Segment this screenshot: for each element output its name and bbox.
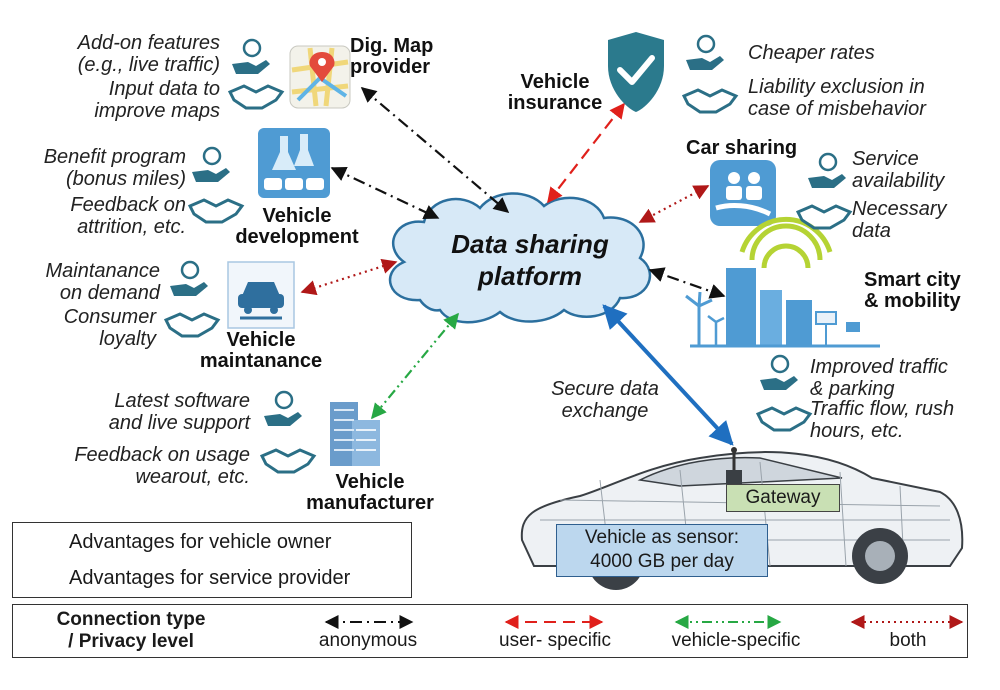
map-title-line1: Dig. Map	[350, 35, 434, 57]
maintenance-title-line1: Vehicle	[226, 329, 296, 351]
hand-coin-icon	[232, 38, 270, 74]
handshake-icon	[187, 198, 245, 224]
manufacturer-title-line1: Vehicle	[335, 471, 405, 493]
legend-owner-label: Advantages for vehicle owner	[69, 531, 332, 553]
link-manufacturer	[371, 312, 459, 420]
link-insurance	[547, 102, 625, 204]
connection-vehicle-label: vehicle-specific	[671, 630, 801, 651]
insurance-title-line2: insurance	[507, 92, 603, 114]
handshake-icon	[681, 88, 739, 114]
carsharing-owner-benefit: Service availability	[852, 148, 945, 192]
cloud-shape	[388, 192, 652, 324]
smartcity-title-line1: Smart city	[864, 269, 961, 291]
platform-title-line1: Data sharing	[451, 229, 609, 259]
benefit-legend: Advantages for vehicle owner Advantages …	[12, 522, 412, 598]
map-provider-benefit: Input data to improve maps	[94, 78, 220, 122]
connection-title: Connection type / Privacy level	[31, 609, 231, 653]
link-map	[360, 87, 510, 213]
handshake-icon	[227, 84, 285, 110]
smart-city-icon	[685, 217, 880, 348]
legend-provider-label: Advantages for service provider	[69, 567, 351, 589]
manufacturer-title-line2: manufacturer	[306, 492, 434, 514]
link-secure	[602, 304, 734, 446]
manufacturer-owner-benefit: Latest software and live support	[108, 390, 250, 434]
platform-title: Data sharing platform	[430, 228, 630, 292]
map-owner-benefit: Add-on features (e.g., live traffic)	[77, 32, 220, 76]
smartcity-title-line2: & mobility	[864, 290, 961, 312]
building-icon	[330, 402, 380, 466]
insurance-owner-benefit: Cheaper rates	[748, 42, 875, 64]
manufacturer-title: Vehicle manufacturer	[290, 472, 450, 514]
smartcity-provider-benefit: Traffic flow, rush hours, etc.	[810, 398, 955, 442]
connection-title-line1: Connection type	[56, 609, 206, 630]
link-maintenance	[300, 258, 398, 296]
lab-cars-icon	[258, 128, 330, 198]
sensor-line1: Vehicle as sensor:	[584, 527, 740, 548]
maintenance-provider-benefit: Consumer loyalty	[63, 306, 156, 350]
smartcity-owner-benefit: Improved traffic & parking	[810, 356, 948, 400]
insurance-title-line1: Vehicle	[520, 71, 590, 93]
handshake-icon	[755, 406, 813, 432]
connection-anonymous-label: anonymous	[318, 630, 418, 651]
secure-exchange-label: Secure data exchange	[551, 378, 659, 422]
smartcity-title: Smart city & mobility	[864, 270, 990, 312]
gateway-label: Gateway	[726, 484, 840, 512]
connection-both-label: both	[889, 630, 927, 651]
carsharing-title: Car sharing	[686, 137, 798, 159]
sensor-line2: 4000 GB per day	[590, 551, 734, 572]
development-title: Vehicle development	[222, 206, 372, 248]
handshake-icon	[795, 204, 853, 230]
link-carsharing	[638, 185, 710, 223]
car-service-icon	[227, 261, 295, 329]
map-title-line2: provider	[350, 56, 431, 78]
hand-coin-icon	[264, 390, 302, 426]
connection-title-line2: / Privacy level	[68, 631, 194, 652]
handshake-icon	[163, 312, 221, 338]
platform-title-line2: platform	[478, 261, 582, 291]
map-icon	[289, 45, 351, 109]
hand-coin-icon	[192, 146, 230, 182]
maintenance-title-line2: maintanance	[199, 350, 323, 372]
link-smartcity	[648, 267, 726, 299]
development-title-line1: Vehicle	[262, 205, 332, 227]
connection-user-label: user- specific	[499, 630, 611, 651]
hand-coin-icon	[808, 152, 846, 188]
development-provider-benefit: Feedback on attrition, etc.	[70, 194, 186, 238]
shield-icon	[608, 32, 664, 112]
insurance-provider-benefit: Liability exclusion in case of misbehavi…	[748, 76, 926, 120]
insurance-title: Vehicle insurance	[500, 72, 610, 114]
development-owner-benefit: Benefit program (bonus miles)	[43, 146, 186, 190]
carsharing-icon	[710, 160, 776, 226]
handshake-icon	[259, 448, 317, 474]
carsharing-provider-benefit: Necessary data	[852, 198, 947, 242]
hand-coin-icon	[760, 354, 798, 390]
map-provider-title: Dig. Map provider	[350, 36, 460, 78]
development-title-line2: development	[235, 226, 359, 248]
link-development	[330, 166, 440, 220]
manufacturer-provider-benefit: Feedback on usage wearout, etc.	[74, 444, 250, 488]
hand-coin-icon	[686, 34, 724, 70]
maintenance-owner-benefit: Maintanance on demand	[45, 260, 160, 304]
maintenance-title: Vehicle maintanance	[186, 330, 336, 372]
connection-legend: Connection type / Privacy level anonymou…	[12, 604, 968, 658]
hand-coin-icon	[170, 260, 208, 296]
sensor-label: Vehicle as sensor: 4000 GB per day	[556, 524, 768, 577]
